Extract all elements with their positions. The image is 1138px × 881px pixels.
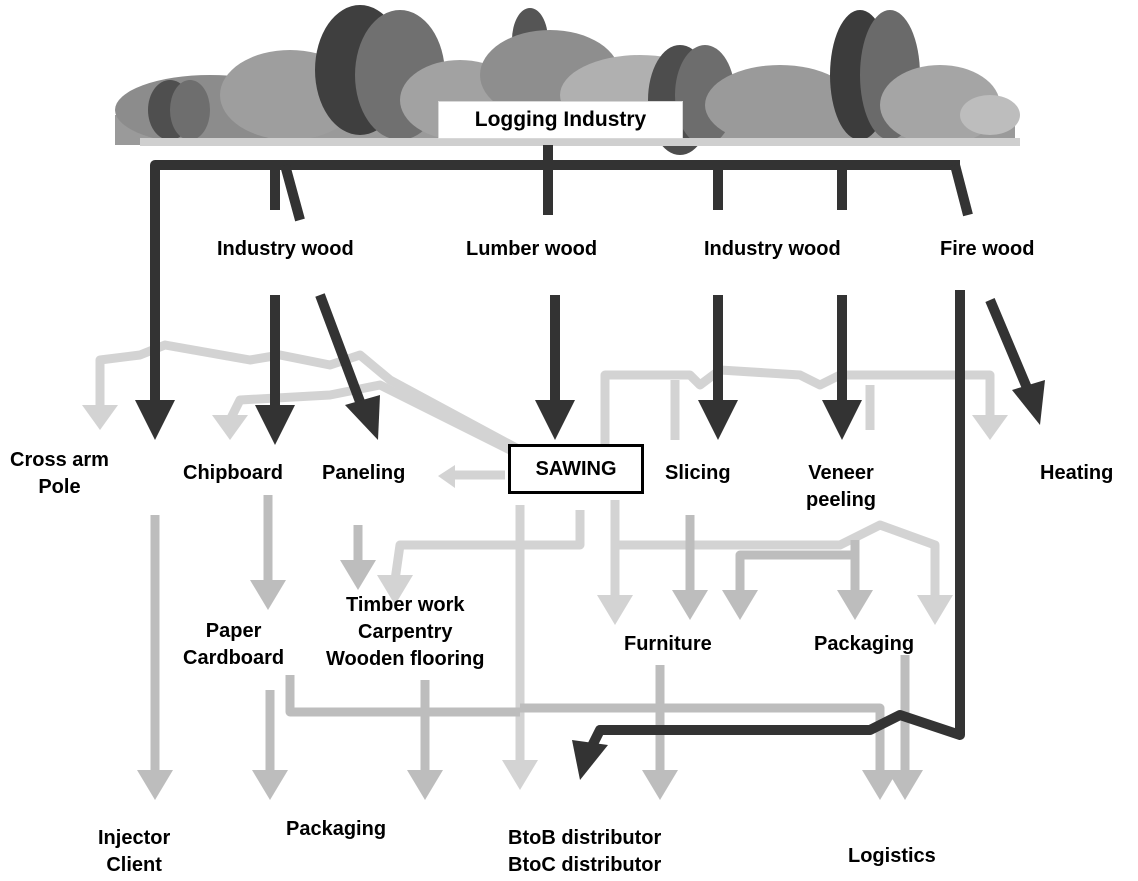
packaging-destination-label: Packaging xyxy=(286,818,387,840)
mid-arrowheads xyxy=(137,560,923,800)
logging-industry-label: Logging Industry xyxy=(438,101,683,139)
light-flows xyxy=(95,340,995,760)
industry-wood-left-label: Industry wood xyxy=(217,238,354,260)
furniture-label: Furniture xyxy=(624,633,712,655)
light-arrowheads xyxy=(82,405,1008,790)
slicing-label: Slicing xyxy=(665,462,731,484)
sawing-box: SAWING xyxy=(508,444,644,494)
forest-illustration xyxy=(115,5,1020,155)
lumber-wood-label: Lumber wood xyxy=(466,238,598,260)
chipboard-label: Chipboard xyxy=(183,462,283,484)
dark-arrowheads xyxy=(135,380,1045,780)
packaging-mid-label: Packaging xyxy=(814,633,915,655)
heating-label: Heating xyxy=(1040,462,1114,484)
fire-wood-label: Fire wood xyxy=(940,238,1035,260)
paneling-label: Paneling xyxy=(322,462,406,484)
dark-flows xyxy=(150,145,1035,763)
logistics-label: Logistics xyxy=(848,845,936,867)
industry-wood-right-label: Industry wood xyxy=(704,238,841,260)
